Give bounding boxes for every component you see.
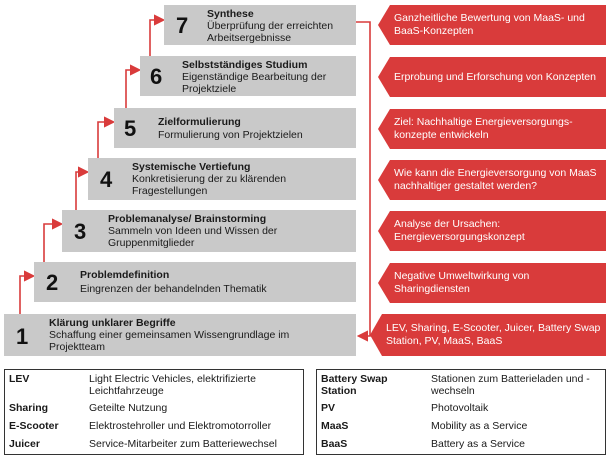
- note-text: Ganzheitliche Bewertung von MaaS- und Ba…: [394, 12, 585, 37]
- note-text: Analyse der Ursachen: Energieversorgungs…: [394, 218, 525, 243]
- connector-3-4: [75, 166, 90, 210]
- step-number: 6: [150, 64, 163, 89]
- note-text: Ziel: Nachhaltige Energieversorgungs-kon…: [394, 116, 573, 141]
- note-step-5: Ziel: Nachhaltige Energieversorgungs-kon…: [378, 109, 606, 149]
- glossary-definition: Photovoltaik: [431, 402, 489, 414]
- glossary-row: PV Photovoltaik: [317, 402, 605, 416]
- step-number: 3: [74, 219, 87, 244]
- step-description: Konkretisierung der zu klärenden Fragest…: [132, 173, 287, 197]
- glossary-definition: Battery as a Service: [431, 438, 525, 450]
- glossary-row: E-Scooter Elektrostehroller und Elektrom…: [5, 420, 303, 434]
- step-number: 5: [124, 116, 137, 141]
- connector-4-5: [97, 116, 116, 158]
- note-text: Wie kann die Energieversorgung von MaaS …: [394, 167, 597, 192]
- glossary-term: Juicer: [9, 438, 40, 450]
- glossary-row: LEV Light Electric Vehicles, elektrifizi…: [5, 373, 303, 399]
- step-number: 2: [46, 270, 59, 295]
- step-2: 2 Problemdefinition Eingrenzen der behan…: [34, 262, 356, 302]
- glossary-row: BaaS Battery as a Service: [317, 438, 605, 452]
- note-step-3: Analyse der Ursachen: Energieversorgungs…: [378, 211, 606, 251]
- step-description: Eingrenzen der behandelnden Thematik: [80, 283, 267, 295]
- glossary-term: MaaS: [321, 420, 349, 432]
- glossary-term: PV: [321, 402, 336, 414]
- step-title: Problemdefinition: [80, 269, 170, 281]
- glossary-row: Sharing Geteilte Nutzung: [5, 402, 303, 416]
- connector-6-7: [149, 14, 166, 56]
- step-7: 7 Synthese Überprüfung der erreichten Ar…: [164, 5, 356, 45]
- note-text: Erprobung und Erforschung von Konzepten: [394, 70, 596, 83]
- glossary-term: LEV: [9, 373, 30, 385]
- step-title: Selbstständiges Studium: [182, 59, 308, 71]
- step-1: 1 Klärung unklarer Begriffe Schaffung ei…: [4, 314, 356, 356]
- note-text: Negative Umweltwirkung von Sharingdienst…: [394, 270, 530, 295]
- glossary-term: E-Scooter: [9, 420, 59, 432]
- note-step-2: Negative Umweltwirkung von Sharingdienst…: [378, 263, 606, 303]
- step-title: Problemanalyse/ Brainstorming: [108, 213, 267, 225]
- glossary-definition: Geteilte Nutzung: [89, 402, 168, 414]
- glossary-term: Battery Swap Station: [321, 373, 388, 397]
- step-4: 4 Systemische Vertiefung Konkretisierung…: [88, 158, 356, 200]
- glossary-definition: Service-Mitarbeiter zum Batteriewechsel: [89, 438, 277, 450]
- glossary-row: Juicer Service-Mitarbeiter zum Batteriew…: [5, 438, 303, 452]
- step-title: Zielformulierung: [158, 116, 241, 128]
- note-step-6: Erprobung und Erforschung von Konzepten: [378, 57, 606, 97]
- step-description: Eigenständige Bearbeitung der Projektzie…: [182, 71, 327, 95]
- step-number: 4: [100, 167, 113, 192]
- connector-2-3: [43, 218, 64, 262]
- glossary-term: BaaS: [321, 438, 348, 450]
- step-title: Klärung unklarer Begriffe: [49, 317, 176, 329]
- glossary-definition: Mobility as a Service: [431, 420, 528, 432]
- note-step-1: LEV, Sharing, E-Scooter, Juicer, Battery…: [370, 314, 606, 356]
- connector-5-6: [125, 64, 142, 108]
- step-5: 5 Zielformulierung Formulierung von Proj…: [114, 108, 356, 148]
- step-title: Synthese: [207, 8, 254, 20]
- glossary-definition: Light Electric Vehicles, elektrifizierte…: [89, 373, 256, 397]
- connector-1-2: [19, 270, 36, 314]
- step-number: 1: [16, 324, 29, 349]
- note-step-4: Wie kann die Energieversorgung von MaaS …: [378, 160, 606, 200]
- step-title: Systemische Vertiefung: [132, 161, 251, 173]
- step-6: 6 Selbstständiges Studium Eigenständige …: [140, 56, 356, 96]
- feedback-connector: [356, 21, 371, 342]
- glossary-row: Battery Swap Station Stationen zum Batte…: [317, 373, 605, 399]
- glossary-row: MaaS Mobility as a Service: [317, 420, 605, 434]
- glossary-definition: Elektrostehroller und Elektromotorroller: [89, 420, 272, 432]
- step-3: 3 Problemanalyse/ Brainstorming Sammeln …: [62, 210, 356, 252]
- step-number: 7: [176, 13, 189, 38]
- glossary-left: LEV Light Electric Vehicles, elektrifizi…: [4, 369, 304, 455]
- glossary-definition: Stationen zum Batterieladen und -wechsel…: [431, 373, 590, 397]
- step-description: Überprüfung der erreichten Arbeitsergebn…: [207, 20, 334, 44]
- step-description: Formulierung von Projektzielen: [158, 129, 303, 141]
- step-description: Schaffung einer gemeinsamen Wissengrundl…: [49, 329, 290, 353]
- step-description: Sammeln von Ideen und Wissen der Gruppen…: [108, 225, 278, 249]
- note-step-7: Ganzheitliche Bewertung von MaaS- und Ba…: [378, 5, 606, 45]
- glossary-right: Battery Swap Station Stationen zum Batte…: [316, 369, 606, 455]
- glossary-term: Sharing: [9, 402, 49, 414]
- note-text: LEV, Sharing, E-Scooter, Juicer, Battery…: [386, 322, 601, 347]
